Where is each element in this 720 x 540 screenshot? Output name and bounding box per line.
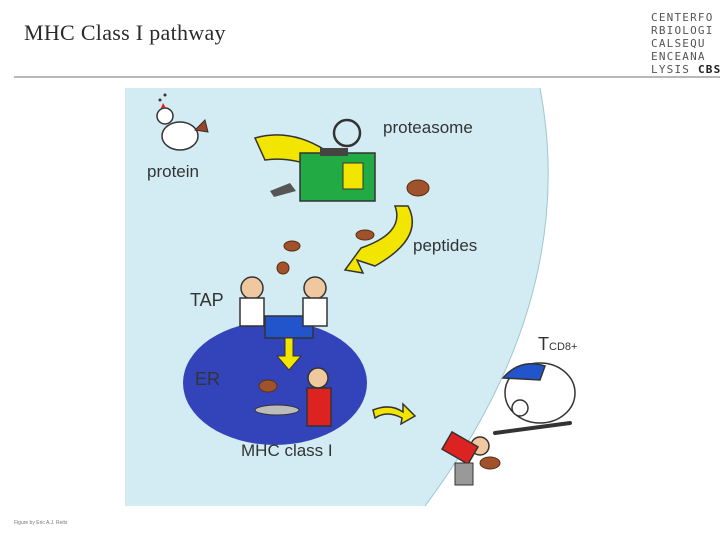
figure-credit: Figure by Eric A.J. Reits xyxy=(14,520,68,526)
t-cell-figure xyxy=(493,362,576,435)
mhc-class-i-label: MHC class I xyxy=(241,441,333,460)
title-divider xyxy=(14,76,720,78)
proteasome-machine xyxy=(270,118,376,202)
peptides-label: peptides xyxy=(413,236,477,255)
logo-row: ENCEANA xyxy=(651,50,706,63)
slide-title: MHC Class I pathway xyxy=(24,20,226,45)
t-cell-label-main: T xyxy=(538,334,549,354)
tap-label: TAP xyxy=(190,290,224,310)
logo-row: LYSIS xyxy=(651,63,691,76)
mhc-class-i-figure xyxy=(254,367,332,427)
logo-row-last: LYSIS CBS xyxy=(651,63,720,76)
er-label: ER xyxy=(195,369,220,389)
pathway-figure: proteasome protein peptides TAP ER MHC c… xyxy=(125,88,600,506)
logo-row: CENTERFO xyxy=(651,11,714,24)
logo-row: CALSEQU xyxy=(651,37,706,50)
t-cell-label: TCD8+ xyxy=(538,334,577,354)
surface-mhc-figure xyxy=(440,430,490,486)
peptide-drumstick-icon xyxy=(258,179,501,470)
peptide-arrow xyxy=(343,205,413,274)
cbs-logo: CENTERFO RBIOLOGI CALSEQU ENCEANA LYSIS … xyxy=(651,11,720,76)
logo-row: RBIOLOGI xyxy=(651,24,714,37)
logo-abbreviation: CBS xyxy=(697,63,720,76)
tap-transporter xyxy=(239,276,328,371)
protein-label: protein xyxy=(147,162,199,181)
surface-arrow xyxy=(372,402,417,426)
pathway-diagram: proteasome protein peptides TAP ER MHC c… xyxy=(147,88,600,506)
chicken-icon xyxy=(156,93,209,151)
t-cell-label-sub: CD8+ xyxy=(549,341,577,353)
proteasome-label: proteasome xyxy=(383,118,473,137)
